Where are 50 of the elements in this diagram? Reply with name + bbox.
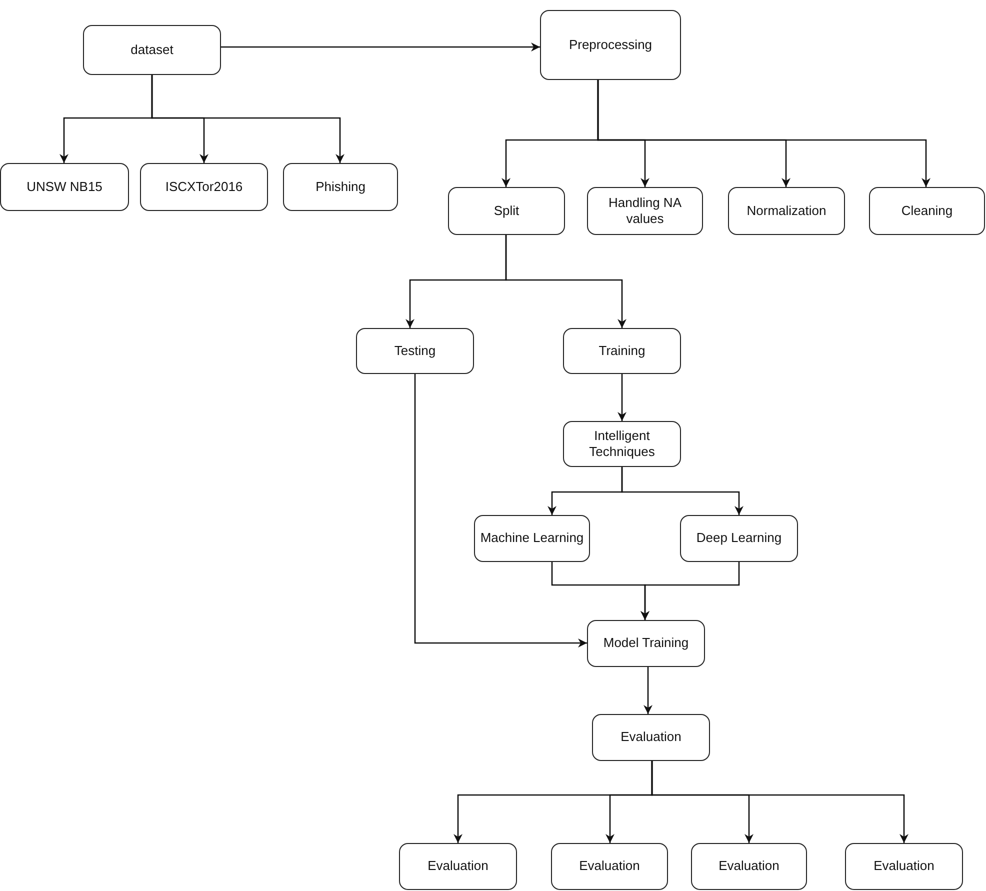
process-box: [728, 187, 845, 235]
process-box: [691, 843, 807, 890]
process-box: [680, 515, 798, 562]
box-label: Handling NA values: [608, 194, 682, 228]
box-label: Evaluation: [718, 858, 780, 875]
box-label: Testing: [394, 342, 436, 360]
arrow: [151, 75, 344, 163]
process-box: [563, 421, 681, 467]
box-label: UNSW NB15: [26, 178, 102, 196]
arrow: [651, 761, 908, 843]
process-box: [551, 843, 668, 890]
box-label: Model Training: [603, 635, 689, 652]
arrow: [414, 374, 587, 648]
process-box: [474, 515, 590, 562]
arrow: [621, 467, 744, 515]
box-label: Normalization: [746, 202, 826, 220]
process-box: [283, 163, 398, 211]
box-label: Intelligent Techniques: [588, 428, 656, 460]
arrow: [618, 374, 626, 421]
process-box: [869, 187, 985, 235]
box-label: Preprocessing: [568, 36, 652, 54]
box-label: ISCXTor2016: [165, 178, 243, 196]
arrow: [597, 80, 930, 187]
arrow: [640, 562, 740, 620]
process-box: [448, 187, 565, 235]
box-label: Evaluation: [620, 729, 682, 746]
box-label: Training: [598, 342, 646, 360]
arrow: [644, 667, 652, 714]
process-box: [399, 843, 517, 890]
process-box: [587, 620, 705, 667]
process-box: [845, 843, 963, 890]
box-label: Phishing: [316, 178, 366, 196]
box-label: Evaluation: [428, 858, 488, 875]
process-box: [592, 714, 710, 761]
box-label: Machine Learning: [480, 530, 584, 547]
box-label: dataset: [130, 42, 174, 58]
box-label: Evaluation: [874, 858, 934, 875]
process-box: [0, 163, 129, 211]
process-box: [356, 328, 474, 374]
box-label: Evaluation: [579, 858, 640, 875]
arrow: [221, 42, 540, 52]
process-box: [563, 328, 681, 374]
box-label: Cleaning: [901, 202, 953, 220]
process-box: [83, 25, 221, 75]
process-box: [540, 10, 681, 80]
arrow: [505, 235, 626, 328]
process-box: [140, 163, 268, 211]
box-label: Deep Learning: [696, 530, 782, 547]
box-label: Split: [494, 202, 520, 220]
process-box: [587, 187, 703, 235]
